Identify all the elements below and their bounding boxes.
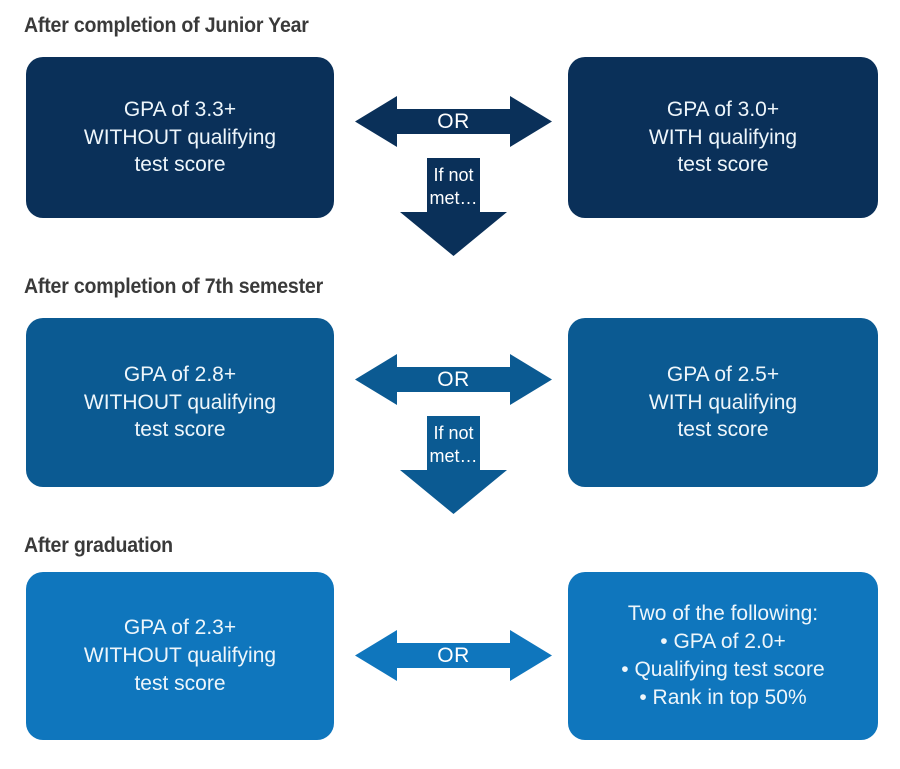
double-arrow-icon [355,96,552,147]
section-heading-3: After graduation [24,534,173,557]
box-graduation-right: Two of the following: • GPA of 2.0+ • Qu… [568,572,878,740]
double-arrow-icon [355,630,552,681]
or-arrow-junior: OR [355,94,552,149]
box-junior-left: GPA of 3.3+ WITHOUT qualifying test scor… [26,57,334,218]
or-arrow-semester: OR [355,352,552,407]
if-not-met-label-semester: If not met… [429,423,478,467]
if-not-met-arrow-semester: If not met… [400,416,507,514]
graduation-list-lead: Two of the following: [627,602,819,626]
double-arrow-icon [355,354,552,405]
box-junior-left-text: GPA of 3.3+ WITHOUT qualifying test scor… [83,97,277,177]
graduation-bullet-3: • Rank in top 50% [639,685,807,709]
if-not-met-label-junior: If not met… [429,165,478,209]
section-heading-1: After completion of Junior Year [24,14,309,37]
box-semester-right-text: GPA of 2.5+ WITH qualifying test score [648,362,798,442]
graduation-bullet-2: • Qualifying test score [621,658,825,681]
box-semester-right: GPA of 2.5+ WITH qualifying test score [568,318,878,487]
graduation-bullet-1: • GPA of 2.0+ [660,630,786,654]
or-arrow-graduation: OR [355,628,552,683]
down-arrow-icon [400,416,507,514]
section-heading-2: After completion of 7th semester [24,275,323,298]
box-junior-right: GPA of 3.0+ WITH qualifying test score [568,57,878,218]
box-graduation-left-text: GPA of 2.3+ WITHOUT qualifying test scor… [83,616,277,695]
box-graduation-right-text: Two of the following: • GPA of 2.0+ • Qu… [621,600,824,712]
box-semester-left-text: GPA of 2.8+ WITHOUT qualifying test scor… [83,362,277,442]
box-graduation-left: GPA of 2.3+ WITHOUT qualifying test scor… [26,572,334,740]
or-label-graduation: OR [437,643,470,667]
if-not-met-arrow-junior: If not met… [400,158,507,256]
or-label-semester: OR [437,367,470,391]
down-arrow-icon [400,158,507,256]
box-junior-right-text: GPA of 3.0+ WITH qualifying test score [648,97,798,177]
or-label-junior: OR [437,109,470,133]
box-semester-left: GPA of 2.8+ WITHOUT qualifying test scor… [26,318,334,487]
